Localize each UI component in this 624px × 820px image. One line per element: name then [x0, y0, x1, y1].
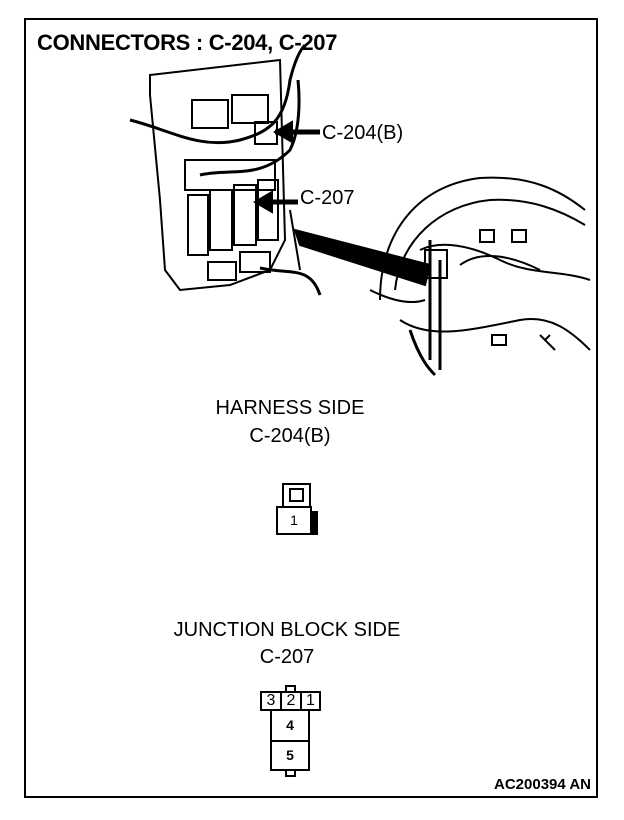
pin-4: 4: [270, 709, 310, 742]
pin-2: 2: [280, 691, 302, 711]
pin-5: 5: [270, 740, 310, 771]
junction-side-heading: JUNCTION BLOCK SIDE: [173, 619, 401, 641]
callout-c204: C-204(B): [322, 122, 404, 144]
figure-title: CONNECTORS : C-204, C-207: [37, 30, 338, 55]
harness-side-heading: HARNESS SIDE: [215, 397, 365, 419]
junction-connector-label: C-207: [259, 646, 315, 668]
figure-code: AC200394 AN: [494, 776, 591, 793]
callout-c207: C-207: [300, 187, 355, 209]
figure-frame: [24, 18, 598, 798]
pin-1: 1: [276, 506, 312, 535]
connector-lock-tab: [282, 483, 311, 508]
lock-window: [289, 488, 304, 502]
connector-key: [311, 511, 318, 535]
connector-bottom-tab: [285, 770, 296, 777]
pin-1: 1: [300, 691, 321, 711]
harness-connector-label: C-204(B): [249, 425, 331, 447]
pin-3: 3: [260, 691, 282, 711]
